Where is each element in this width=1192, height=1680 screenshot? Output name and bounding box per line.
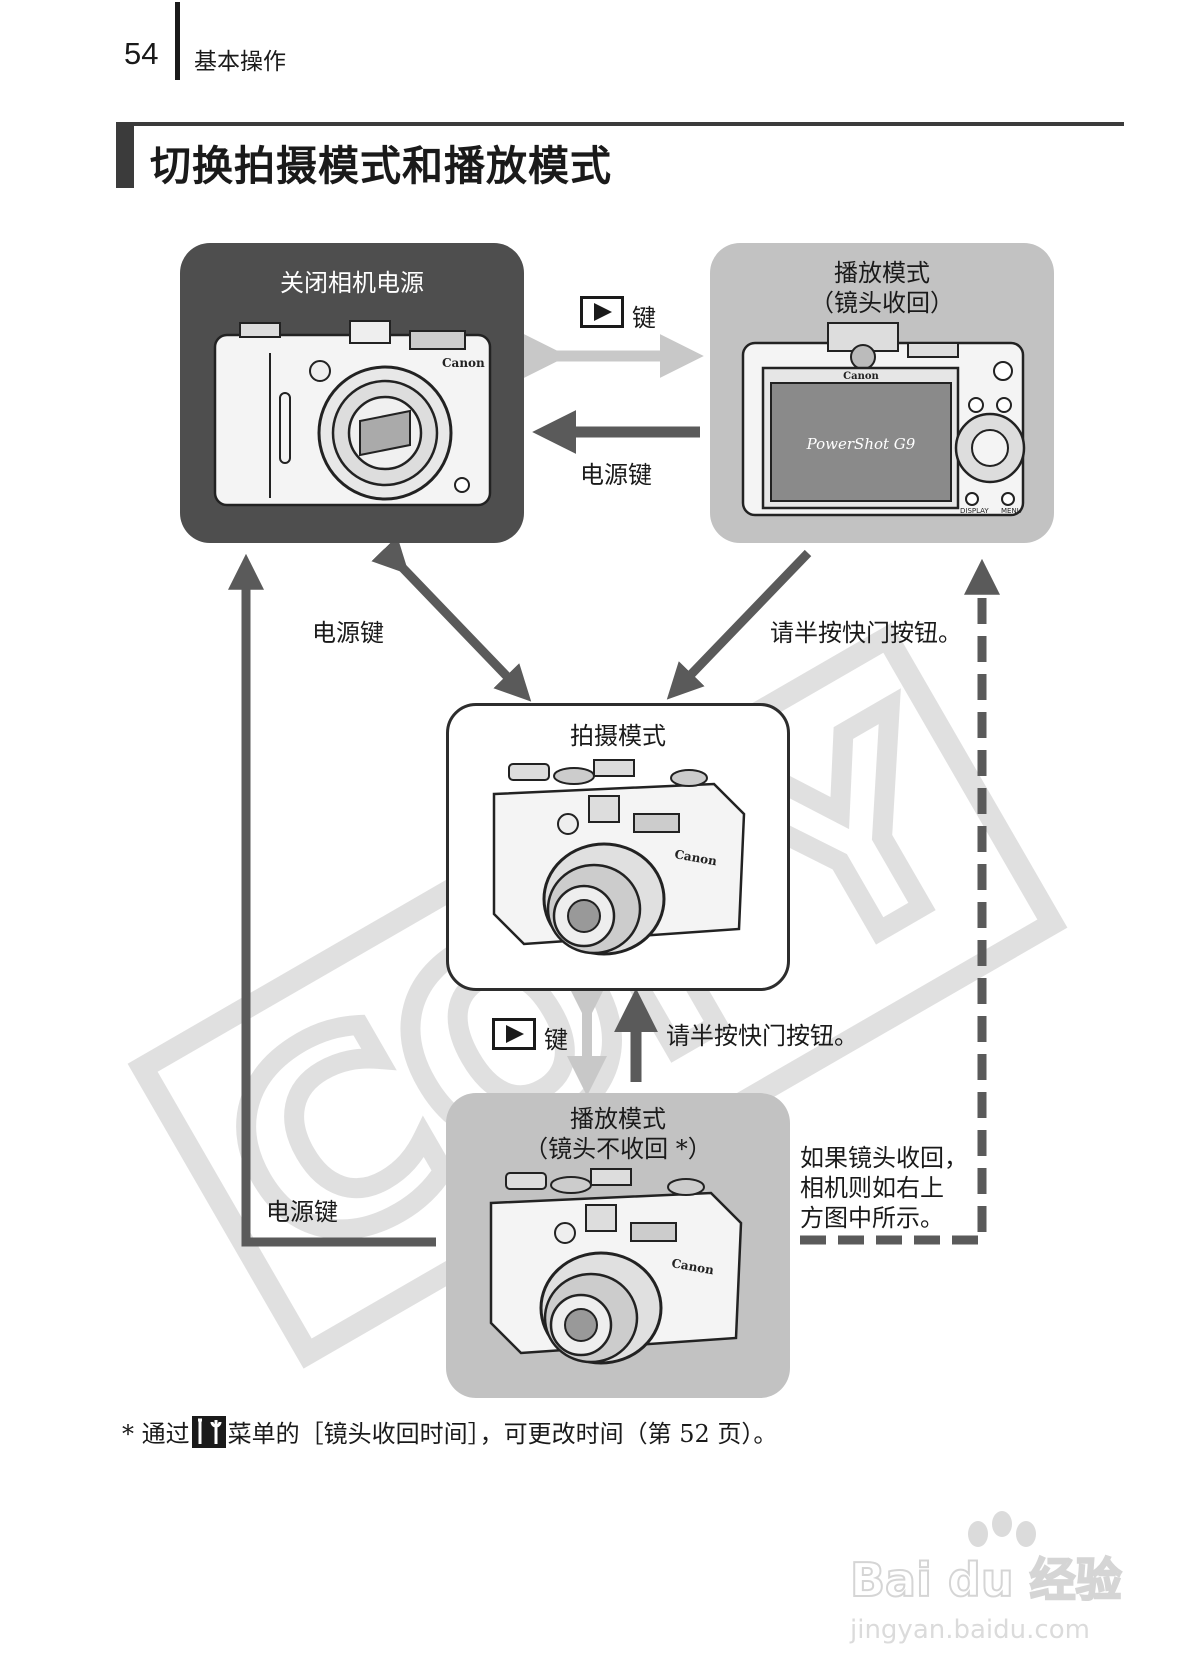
playback-retracted-box: 播放模式 （镜头收回） PowerShot G9 Canon DISPLAY M…: [710, 243, 1054, 543]
play-key-icon-mid: [492, 1018, 536, 1050]
power-key-top-label: 电源键: [580, 455, 652, 490]
arrow-power-diag-left: [398, 563, 520, 690]
camera-angled-extended-playback: Canon: [481, 1163, 756, 1393]
shooting-mode-label: 拍摄模式: [449, 716, 787, 751]
play-key-icon: [580, 296, 624, 328]
camera-angled-extended: Canon: [484, 754, 759, 984]
play-key-top-label: 键: [632, 298, 656, 333]
power-off-box: 关闭相机电源 Canon: [180, 243, 524, 543]
retract-note-line3: 方图中所示。: [800, 1198, 944, 1233]
screen-model-text: PowerShot G9: [806, 435, 916, 453]
paw-icon: [968, 1521, 988, 1547]
camera-front-retracted: Canon: [210, 313, 500, 523]
half-press-mid-label: 请半按快门按钮。: [666, 1016, 858, 1051]
baidu-logo-text: Bai du 经验: [850, 1553, 1122, 1607]
half-press-diag-label: 请半按快门按钮。: [770, 613, 962, 648]
playback-extended-sublabel: （镜头不收回 *）: [446, 1129, 790, 1164]
arrow-power-loop-left: [246, 570, 436, 1242]
camera-brand-logo: Canon: [442, 356, 485, 370]
menu-button-label: MENU: [1001, 507, 1022, 515]
playback-extended-box: 播放模式 （镜头不收回 *） Canon: [446, 1093, 790, 1398]
power-key-diag-label: 电源键: [312, 613, 384, 648]
play-key-mid-label: 键: [544, 1020, 568, 1055]
power-off-label: 关闭相机电源: [180, 263, 524, 298]
camera-back-view: PowerShot G9 Canon DISPLAY MENU: [738, 313, 1028, 525]
footnote-suffix: 菜单的［镜头收回时间］，可更改时间（第 52 页）。: [228, 1420, 778, 1448]
baidu-url-text: jingyan.baidu.com: [849, 1615, 1090, 1645]
shooting-mode-box: 拍摄模式 Canon: [446, 703, 790, 991]
baidu-watermark: Bai du 经验 jingyan.baidu.com: [830, 1500, 1150, 1650]
tools-menu-icon: [192, 1416, 226, 1448]
display-button-label: DISPLAY: [960, 507, 989, 515]
power-key-bottom-label: 电源键: [266, 1192, 338, 1227]
footnote: * 通过 菜单的［镜头收回时间］，可更改时间（第 52 页）。: [122, 1414, 777, 1449]
back-brand-logo: Canon: [843, 371, 879, 382]
footnote-prefix: * 通过: [122, 1420, 190, 1448]
